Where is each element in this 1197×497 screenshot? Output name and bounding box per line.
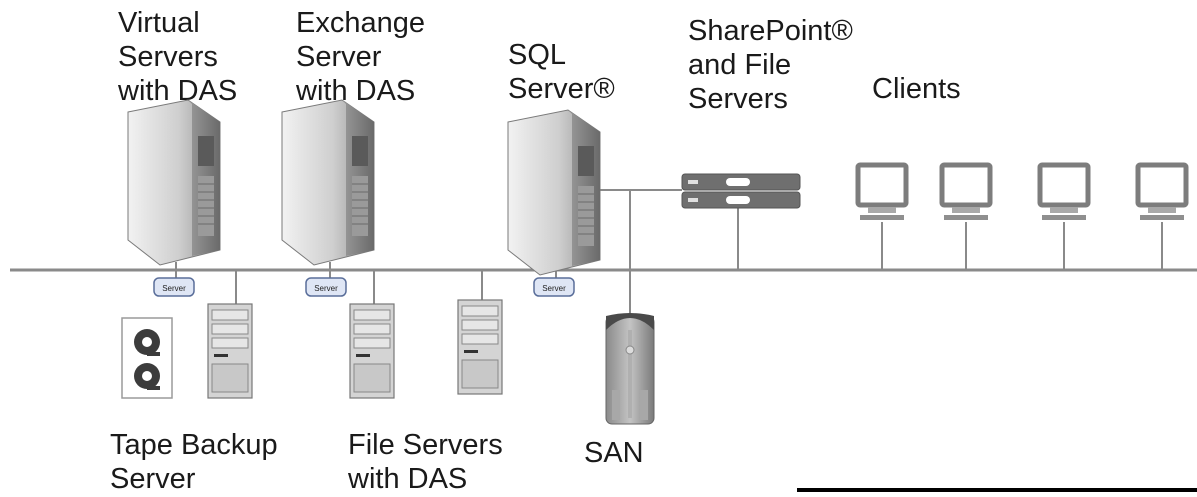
sql-server-label: SQL Server® — [508, 39, 615, 105]
server-badge-3: Server — [533, 277, 575, 297]
svg-text:Server: Server — [314, 284, 338, 293]
san-storage-icon — [605, 313, 655, 425]
tape-backup-server-icon — [207, 303, 253, 399]
svg-text:Server: Server — [542, 284, 566, 293]
svg-text:Server: Server — [162, 284, 186, 293]
san-label: SAN — [584, 437, 644, 469]
file-server-2-icon — [457, 299, 503, 395]
clients-label: Clients — [872, 73, 961, 105]
server-badge-2: Server — [305, 277, 347, 297]
server-badge-1: Server — [153, 277, 195, 297]
file-server-1-icon — [349, 303, 395, 399]
sharepoint-rack-icon — [681, 173, 801, 209]
virtual-server-tower-icon — [127, 99, 221, 266]
client-4-icon — [1138, 165, 1186, 220]
file-servers-label: File Servers with DAS — [348, 429, 503, 495]
sharepoint-servers-label: SharePoint® and File Servers — [688, 15, 853, 115]
connectors — [175, 189, 1163, 316]
tape-backup-label: Tape Backup Server — [110, 429, 278, 495]
sql-server-tower-icon — [507, 109, 601, 276]
client-3-icon — [1040, 165, 1088, 220]
exchange-server-label: Exchange Server with DAS — [296, 7, 425, 107]
exchange-server-tower-icon — [281, 99, 375, 266]
virtual-servers-label: Virtual Servers with DAS — [118, 7, 238, 107]
client-2-icon — [942, 165, 990, 220]
client-1-icon — [858, 165, 906, 220]
tape-reel-icon — [121, 317, 173, 399]
